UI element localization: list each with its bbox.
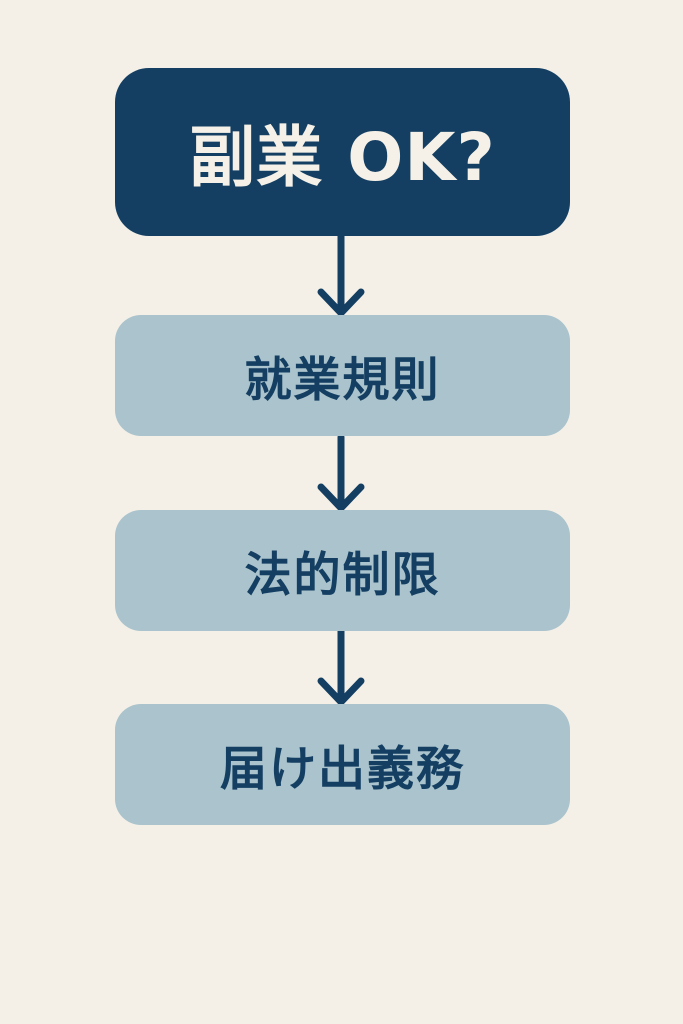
arrow-icon-2: [317, 433, 365, 512]
arrow-icon-1: [317, 232, 365, 317]
title-node: 副業 OK?: [115, 68, 570, 236]
step-label: 法的制限: [244, 548, 441, 603]
step-label: 就業規則: [244, 353, 441, 408]
step-node-work-rules: 就業規則: [115, 315, 570, 436]
step-node-legal-restrictions: 法的制限: [115, 510, 570, 631]
title-text: 副業 OK?: [189, 119, 496, 196]
step-node-notification-duty: 届け出義務: [115, 704, 570, 825]
arrow-icon-3: [317, 627, 365, 706]
step-label: 届け出義務: [220, 742, 465, 797]
